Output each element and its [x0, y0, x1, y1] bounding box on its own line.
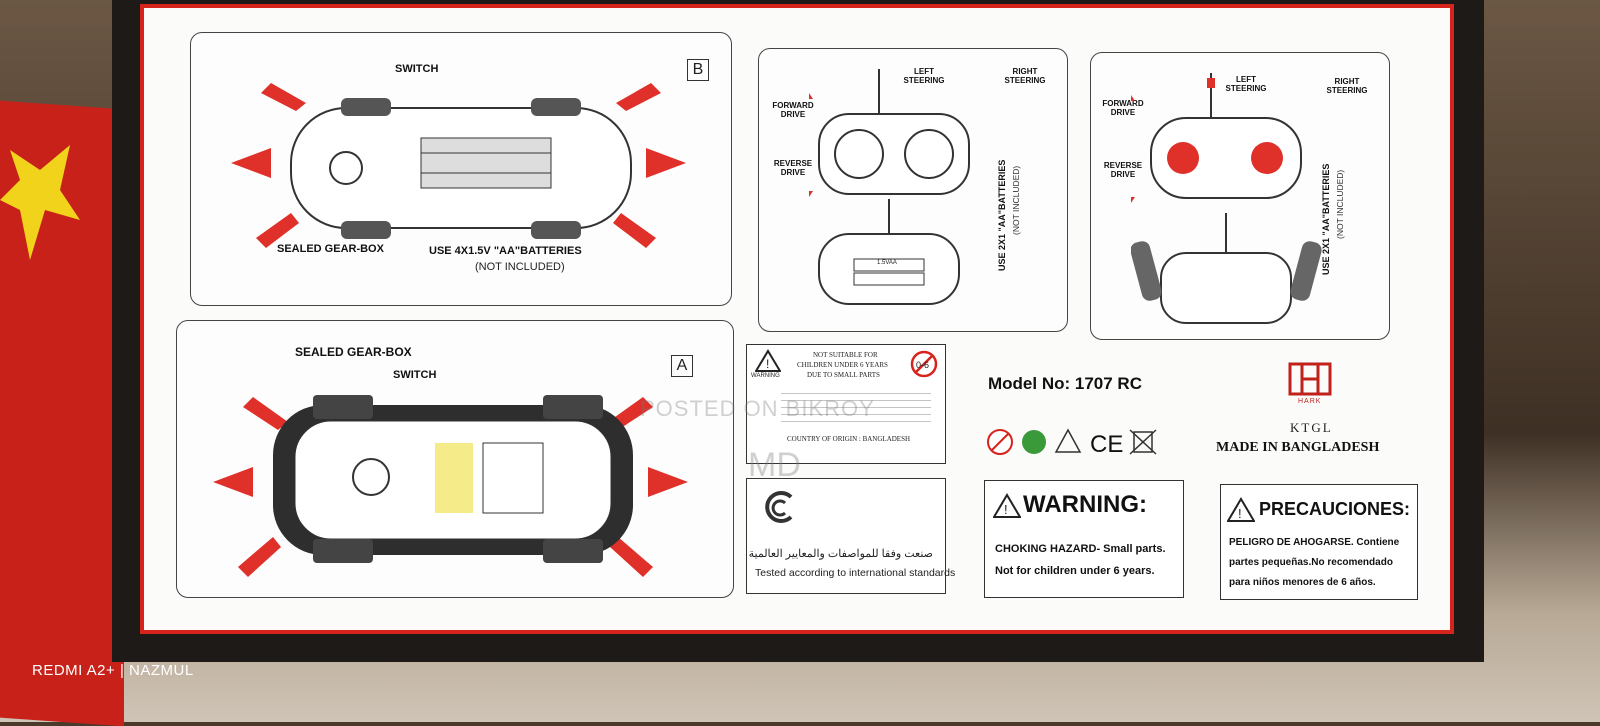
go-burst-graphic	[0, 140, 80, 270]
svg-text:!: !	[766, 357, 769, 371]
hark-logo-icon	[1288, 362, 1332, 396]
remote-illustration-1	[809, 69, 970, 305]
warning-notice: ! WARNING: CHOKING HAZARD- Small parts. …	[984, 480, 1184, 598]
battery-note-r2: (NOT INCLUDED)	[1335, 169, 1345, 239]
svg-text:!: !	[1238, 506, 1242, 521]
standards-notice: صنعت وفقا للمواصفات والمعايير العالمية T…	[746, 478, 955, 594]
right-steering-label-2: RIGHT STEERING	[1326, 77, 1368, 95]
brand-sub: KTGL	[1290, 420, 1333, 435]
standards-arabic: صنعت وفقا للمواصفات والمعايير العالمية	[748, 548, 933, 560]
precaucion-icon: !	[1227, 497, 1255, 522]
cell-label-1: 1.5VAA	[877, 260, 897, 266]
made-in: MADE IN BANGLADESH	[1216, 440, 1380, 455]
arabic-text-block	[781, 387, 931, 427]
age-line-2: CHILDREN UNDER 6 YEARS	[797, 361, 888, 369]
instruction-panel: B SWITCH SEALED GEAR-BOX USE 4X1.5V "AA"…	[140, 4, 1454, 634]
battery-label-r2: USE 2X1 "AA"BATTERIES	[1321, 163, 1331, 275]
precauciones-line-2: partes pequeñas.No recomendado	[1229, 557, 1393, 568]
watermark-line-2: MD	[748, 446, 801, 484]
left-steering-label-2: LEFT STEERING	[1225, 75, 1267, 93]
forward-drive-label-1: FORWARD DRIVE	[772, 101, 814, 119]
warning-title: WARNING:	[1023, 491, 1147, 518]
precauciones-line-1: PELIGRO DE AHOGARSE. Contiene	[1229, 537, 1400, 548]
warning-line-2: Not for children under 6 years.	[995, 565, 1155, 577]
brand-block: HARK KTGL MADE IN BANGLADESH	[1212, 360, 1422, 470]
age-notice: ! WARNING NOT SUITABLE FOR CHILDREN UNDE…	[746, 344, 946, 464]
remote-illustration-2	[1131, 73, 1322, 324]
reverse-drive-label-1: REVERSE DRIVE	[773, 159, 813, 177]
precauciones-notice: ! PRECAUCIONES: PELIGRO DE AHOGARSE. Con…	[1220, 484, 1418, 600]
precauciones-title: PRECAUCIONES:	[1259, 499, 1411, 519]
reverse-drive-label-2: REVERSE DRIVE	[1103, 161, 1143, 179]
car-diagram-a: A SEALED GEAR-BOX SWITCH	[176, 320, 734, 598]
origin-text: COUNTRY OF ORIGIN : BANGLADESH	[787, 435, 911, 443]
battery-label-b: USE 4X1.5V "AA"BATTERIES	[429, 245, 582, 257]
car-diagram-b: B SWITCH SEALED GEAR-BOX USE 4X1.5V "AA"…	[190, 32, 732, 306]
precauciones-line-3: para niños menores de 6 años.	[1229, 577, 1376, 588]
warning-word: WARNING	[751, 373, 780, 379]
warning-line-1: CHOKING HAZARD- Small parts.	[995, 543, 1166, 555]
watermark-line-1: POSTED ON BIKROY	[640, 396, 875, 421]
switch-label-a: SWITCH	[393, 369, 437, 381]
right-steering-label-1: RIGHT STEERING	[1004, 67, 1046, 85]
warning-icon: !	[993, 493, 1021, 518]
warning-triangle-icon: !	[755, 349, 781, 372]
panel-letter-a: A	[671, 355, 693, 377]
gearbox-label-b: SEALED GEAR-BOX	[277, 243, 384, 255]
remote-diagram-2: LEFT STEERING RIGHT STEERING FORWARD DRI…	[1090, 52, 1390, 340]
gearbox-label-a: SEALED GEAR-BOX	[295, 345, 412, 359]
forward-drive-label-2: FORWARD DRIVE	[1102, 99, 1144, 117]
car-bottom-illustration	[213, 395, 688, 577]
svg-text:!: !	[1004, 502, 1008, 517]
battery-note-b: (NOT INCLUDED)	[475, 261, 565, 273]
age-line-3: DUE TO SMALL PARTS	[807, 371, 880, 379]
switch-label-b: SWITCH	[395, 63, 439, 75]
battery-label-r1: USE 2X1 "AA"BATTERIES	[997, 159, 1007, 271]
age-badge-text: 0-6	[916, 360, 929, 370]
panel-letter-b: B	[687, 59, 709, 81]
battery-note-r1: (NOT INCLUDED)	[1011, 165, 1021, 235]
car-top-illustration	[231, 83, 686, 248]
model-number: Model No: 1707 RC	[988, 374, 1142, 393]
left-steering-label-1: LEFT STEERING	[903, 67, 945, 85]
remote-diagram-1: LEFT STEERING RIGHT STEERING FORWARD DRI…	[758, 48, 1068, 332]
svg-text:CE: CE	[1090, 431, 1123, 458]
standards-logo-icon	[765, 491, 793, 523]
camera-tag: REDMI A2+ | NAZMUL	[32, 662, 194, 679]
brand-logo-text: HARK	[1298, 398, 1322, 405]
age-line-1: NOT SUITABLE FOR	[813, 351, 878, 359]
standards-english: Tested according to international standa…	[755, 567, 956, 579]
certification-icons: CE	[986, 426, 1166, 458]
age-badge-icon: 0-6	[910, 350, 938, 378]
